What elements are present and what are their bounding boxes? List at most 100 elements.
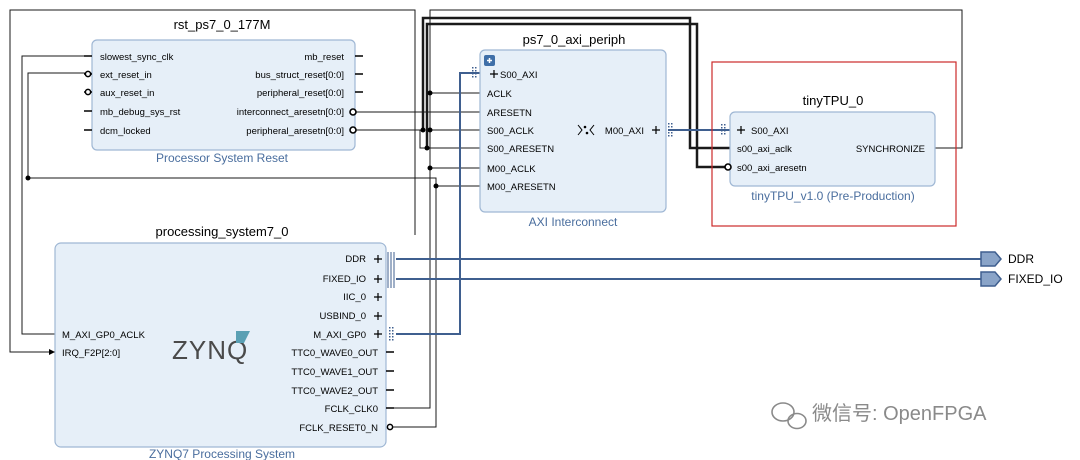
- pin-s00-axi-aclk[interactable]: s00_axi_aclk: [737, 144, 792, 155]
- wechat-icon: [771, 402, 807, 430]
- pin-s00-axi[interactable]: S00_AXI: [500, 70, 538, 81]
- junctions: [25, 90, 439, 189]
- pin-usbind-0[interactable]: USBIND_0: [320, 311, 366, 322]
- pin-irq-f2p[interactable]: IRQ_F2P[2:0]: [62, 348, 120, 359]
- block-ip-name: tinyTPU_v1.0 (Pre-Production): [751, 189, 914, 203]
- bus-connector-icon: [472, 67, 477, 78]
- pin-interconnect-aresetn[interactable]: interconnect_aresetn[0:0]: [237, 107, 344, 118]
- plus-icon[interactable]: [490, 70, 498, 78]
- pin-ext-reset-in[interactable]: ext_reset_in: [100, 70, 152, 81]
- junction-dot: [25, 175, 31, 181]
- block-body[interactable]: [729, 111, 936, 187]
- bus-nets: [396, 72, 984, 335]
- pin-invert-bubble: [386, 423, 394, 431]
- pin-ttc0-wave2-out[interactable]: TTC0_WAVE2_OUT: [291, 386, 378, 397]
- wire-tpu-aresetn: [425, 22, 730, 169]
- pin-m00-axi[interactable]: M00_AXI: [605, 126, 644, 137]
- junction-dot: [420, 127, 426, 133]
- pin-m00-aresetn[interactable]: M00_ARESETN: [487, 182, 556, 193]
- zynq-logo-mark: [236, 331, 250, 343]
- axi-left-pins: S00_AXI ACLK ARESETN S00_ACLK S00_ARESET…: [472, 67, 556, 193]
- wire-fclk-clk0-net: [380, 56, 431, 409]
- selection-highlight: [711, 61, 957, 227]
- block-tinytpu[interactable]: tinyTPU_0 tinyTPU_v1.0 (Pre-Production) …: [711, 61, 957, 227]
- plus-icon[interactable]: [374, 330, 382, 338]
- pin-s00-aresetn[interactable]: S00_ARESETN: [487, 144, 554, 155]
- bus-m-axi-gp0: [396, 72, 480, 335]
- plus-icon[interactable]: [374, 312, 382, 320]
- pin-invert-bubble: [349, 108, 357, 116]
- expand-button[interactable]: [484, 55, 495, 66]
- pin-invert-bubble: [84, 88, 92, 96]
- pin-aux-reset-in[interactable]: aux_reset_in: [100, 88, 154, 99]
- block-instance-name: processing_system7_0: [156, 224, 289, 239]
- block-body[interactable]: [479, 49, 667, 213]
- junction-dot: [427, 165, 433, 171]
- pin-m-axi-gp0[interactable]: M_AXI_GP0: [313, 330, 366, 341]
- watermark: 微信号: OpenFPGA: [771, 402, 987, 430]
- pin-peripheral-reset[interactable]: peripheral_reset[0:0]: [257, 88, 344, 99]
- block-zynq-ps[interactable]: processing_system7_0 ZYNQ7 Processing Sy…: [49, 224, 395, 460]
- plus-icon[interactable]: [374, 255, 382, 263]
- wire-s00-aresetn: [355, 129, 480, 149]
- wire-gp0-aclk: [21, 55, 92, 335]
- block-instance-name: ps7_0_axi_periph: [523, 32, 626, 47]
- crossbar-icon: [577, 124, 595, 136]
- pin-fixed-io[interactable]: FIXED_IO: [323, 274, 366, 285]
- pin-aclk[interactable]: ACLK: [487, 89, 512, 100]
- pin-m00-aclk[interactable]: M00_ACLK: [487, 164, 536, 175]
- block-axi-interconnect[interactable]: ps7_0_axi_periph AXI Interconnect S00_AX…: [472, 32, 673, 229]
- plus-icon[interactable]: [737, 126, 745, 134]
- block-instance-name: tinyTPU_0: [803, 93, 864, 108]
- pin-ddr[interactable]: DDR: [345, 254, 366, 265]
- block-instance-name: rst_ps7_0_177M: [174, 17, 271, 32]
- pin-s00-axi[interactable]: S00_AXI: [751, 126, 789, 137]
- pin-ttc0-wave0-out[interactable]: TTC0_WAVE0_OUT: [291, 348, 378, 359]
- block-ip-name: AXI Interconnect: [529, 215, 618, 229]
- block-body[interactable]: [54, 242, 387, 448]
- pin-mb-debug-sys-rst[interactable]: mb_debug_sys_rst: [100, 107, 181, 118]
- external-port-fixed-io[interactable]: FIXED_IO: [980, 271, 1063, 287]
- port-arrow-icon: [980, 251, 1002, 267]
- external-port-ddr[interactable]: DDR: [980, 251, 1034, 267]
- plus-icon[interactable]: [374, 293, 382, 301]
- port-arrow-icon: [980, 271, 1002, 287]
- block-rst[interactable]: rst_ps7_0_177M Processor System Reset sl…: [84, 17, 363, 165]
- zynq-logo: ZYNQ: [172, 335, 248, 365]
- bus-connector-icon: [387, 252, 395, 288]
- plus-icon[interactable]: [374, 275, 382, 283]
- pin-slowest-sync-clk[interactable]: slowest_sync_clk: [100, 52, 174, 63]
- watermark-text: 微信号: OpenFPGA: [812, 402, 987, 425]
- pin-bus-struct-reset[interactable]: bus_struct_reset[0:0]: [255, 70, 344, 81]
- rst-right-pins: mb_reset bus_struct_reset[0:0] periphera…: [237, 52, 363, 137]
- junction-dot: [433, 183, 439, 189]
- pin-fclk-clk0[interactable]: FCLK_CLK0: [325, 404, 378, 415]
- wire-irq-loop: [9, 9, 55, 353]
- wire-tpu-aclk: [421, 16, 730, 150]
- pin-synchronize[interactable]: SYNCHRONIZE: [856, 144, 925, 155]
- pin-s00-axi-aresetn[interactable]: s00_axi_aresetn: [737, 163, 807, 174]
- bus-connector-icon: [668, 123, 673, 137]
- block-body[interactable]: [91, 39, 356, 151]
- ps7-right-pins: DDR FIXED_IO IIC_0 USBIND_0 M_AXI_GP0 TT…: [291, 252, 395, 434]
- block-ip-name: ZYNQ7 Processing System: [149, 447, 295, 460]
- pin-s00-aclk[interactable]: S00_ACLK: [487, 126, 535, 137]
- rst-left-pins: slowest_sync_clk ext_reset_in aux_reset_…: [84, 52, 181, 137]
- port-label: FIXED_IO: [1008, 272, 1063, 286]
- pin-ttc0-wave1-out[interactable]: TTC0_WAVE1_OUT: [291, 367, 378, 378]
- pin-mb-reset[interactable]: mb_reset: [304, 52, 344, 63]
- pin-dcm-locked[interactable]: dcm_locked: [100, 126, 151, 137]
- pin-aresetn[interactable]: ARESETN: [487, 108, 532, 119]
- pin-m-axi-gp0-aclk[interactable]: M_AXI_GP0_ACLK: [62, 330, 146, 341]
- junction-dot: [427, 90, 433, 96]
- bus-connector-icon: [721, 124, 726, 135]
- ps7-left-pins: M_AXI_GP0_ACLK IRQ_F2P[2:0]: [49, 330, 146, 359]
- pin-peripheral-aresetn[interactable]: peripheral_aresetn[0:0]: [246, 126, 344, 137]
- wires: [9, 9, 963, 428]
- pin-invert-bubble: [724, 163, 732, 171]
- plus-icon[interactable]: [652, 126, 660, 134]
- bus-port-marker: [49, 349, 55, 355]
- pin-iic-0[interactable]: IIC_0: [343, 292, 366, 303]
- junction-dot: [424, 145, 430, 151]
- pin-fclk-reset0-n[interactable]: FCLK_RESET0_N: [299, 423, 378, 434]
